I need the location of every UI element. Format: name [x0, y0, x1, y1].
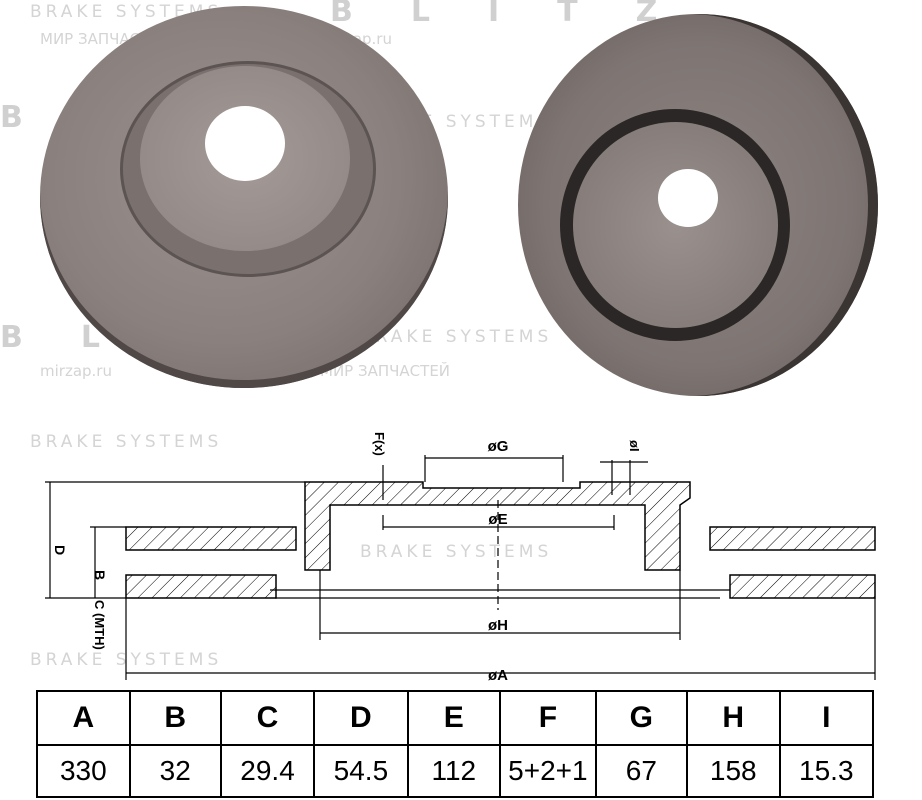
left-friction-top: [125, 526, 297, 551]
label-F: F(x): [372, 432, 387, 456]
watermark-tagline: BRAKE SYSTEMS: [30, 2, 223, 22]
label-A: øA: [488, 667, 508, 684]
right-friction-bottom: [729, 574, 876, 599]
header-cell: D: [313, 690, 409, 746]
hat-section: [304, 481, 691, 571]
watermark-tagline: BRAKE SYSTEMS: [30, 650, 223, 670]
header-row: A B C D E F G H I: [36, 690, 875, 746]
header-cell: H: [685, 690, 781, 746]
value-cell: 5+2+1: [499, 744, 597, 798]
header-cell: A: [36, 690, 131, 746]
watermark-site: mirzap.ru: [40, 362, 112, 380]
dimensions-table: A B C D E F G H I 330 32 29.4 54.5 112 5…: [36, 690, 875, 798]
header-cell: G: [594, 690, 688, 746]
cross-section-drawing: øG øE øH øA øI F(x) D B C (MTH): [45, 432, 876, 684]
watermark-tagline: BRAKE SYSTEMS: [30, 432, 223, 452]
label-C: C (MTH): [92, 600, 107, 650]
header-cell: C: [219, 690, 316, 746]
watermark-partner: МИР ЗАПЧАСТЕЙ: [320, 362, 451, 380]
label-G: øG: [488, 438, 509, 455]
value-cell: 32: [128, 744, 222, 798]
label-I: øI: [627, 440, 642, 452]
brake-disc-front-photo: [40, 6, 448, 388]
value-row: 330 32 29.4 54.5 112 5+2+1 67 158 15.3: [36, 744, 875, 798]
value-cell: 330: [36, 744, 131, 798]
value-cell: 29.4: [219, 744, 316, 798]
brake-disc-rear-photo: [518, 14, 878, 396]
label-E: øE: [488, 511, 507, 528]
right-friction-top: [709, 526, 876, 551]
label-D: D: [52, 545, 68, 555]
value-cell: 158: [685, 744, 781, 798]
watermark-tagline: BRAKE SYSTEMS: [360, 327, 553, 347]
header-cell: I: [778, 690, 875, 746]
label-B: B: [92, 570, 108, 580]
header-cell: F: [499, 690, 597, 746]
header-cell: B: [128, 690, 222, 746]
value-cell: 15.3: [778, 744, 875, 798]
header-cell: E: [406, 690, 502, 746]
value-cell: 112: [406, 744, 502, 798]
label-H: øH: [488, 617, 508, 634]
value-cell: 67: [594, 744, 688, 798]
left-friction-bottom: [125, 574, 277, 599]
watermark-tagline: BRAKE SYSTEMS: [360, 542, 553, 562]
value-cell: 54.5: [313, 744, 409, 798]
watermark-brand: BLITZ: [330, 0, 716, 29]
